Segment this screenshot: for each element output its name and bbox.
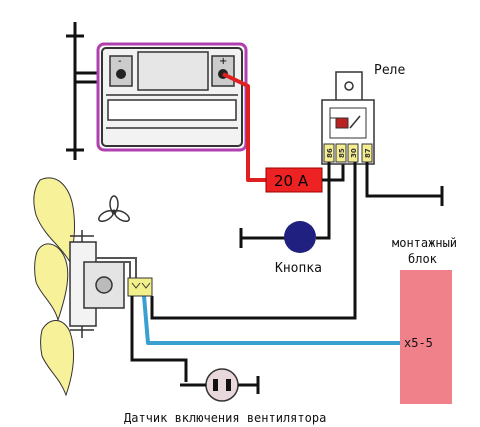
battery-minus-label: - [118,56,122,67]
motor-wire-2 [96,261,131,280]
fan-blade [33,177,75,397]
fuse-label: 20 A [274,172,309,190]
relay-pin-30 [347,143,359,163]
sensor-label: Датчик включения вентилятора [124,411,326,425]
relay-pin-85-label: 85 [338,148,346,158]
block-label-1: монтажный [392,236,457,250]
fan-motor [69,230,125,338]
block-label-2: блок [408,252,438,266]
relay-86-button-wire [316,162,331,240]
battery-minus-terminal [116,69,126,79]
relay-pin-85 [335,143,347,163]
power-wire [222,72,268,182]
ground-symbol-top [66,22,108,160]
relay-87-ground-wire [365,162,442,198]
relay-85-fan-wire [150,162,357,320]
motor-wire [96,257,137,280]
mounting-block [400,270,452,404]
relay-pin-30-label: 30 [350,148,358,158]
fan-connector [127,277,153,297]
battery [96,42,248,152]
sensor-wire [130,296,188,382]
fuse [265,167,323,193]
fan-icon [98,195,130,223]
button-label: Кнопка [275,261,322,276]
fan-temperature-sensor [180,368,260,402]
block-pin-label: x5-5 [404,336,433,350]
relay-pin-86-label: 86 [326,148,334,158]
signal-wire [142,295,400,345]
relay-pin-87-label: 87 [364,148,372,158]
battery-plus-label: + [219,56,227,67]
relay-label: Реле [374,63,405,78]
relay [321,71,375,165]
button [284,221,316,253]
